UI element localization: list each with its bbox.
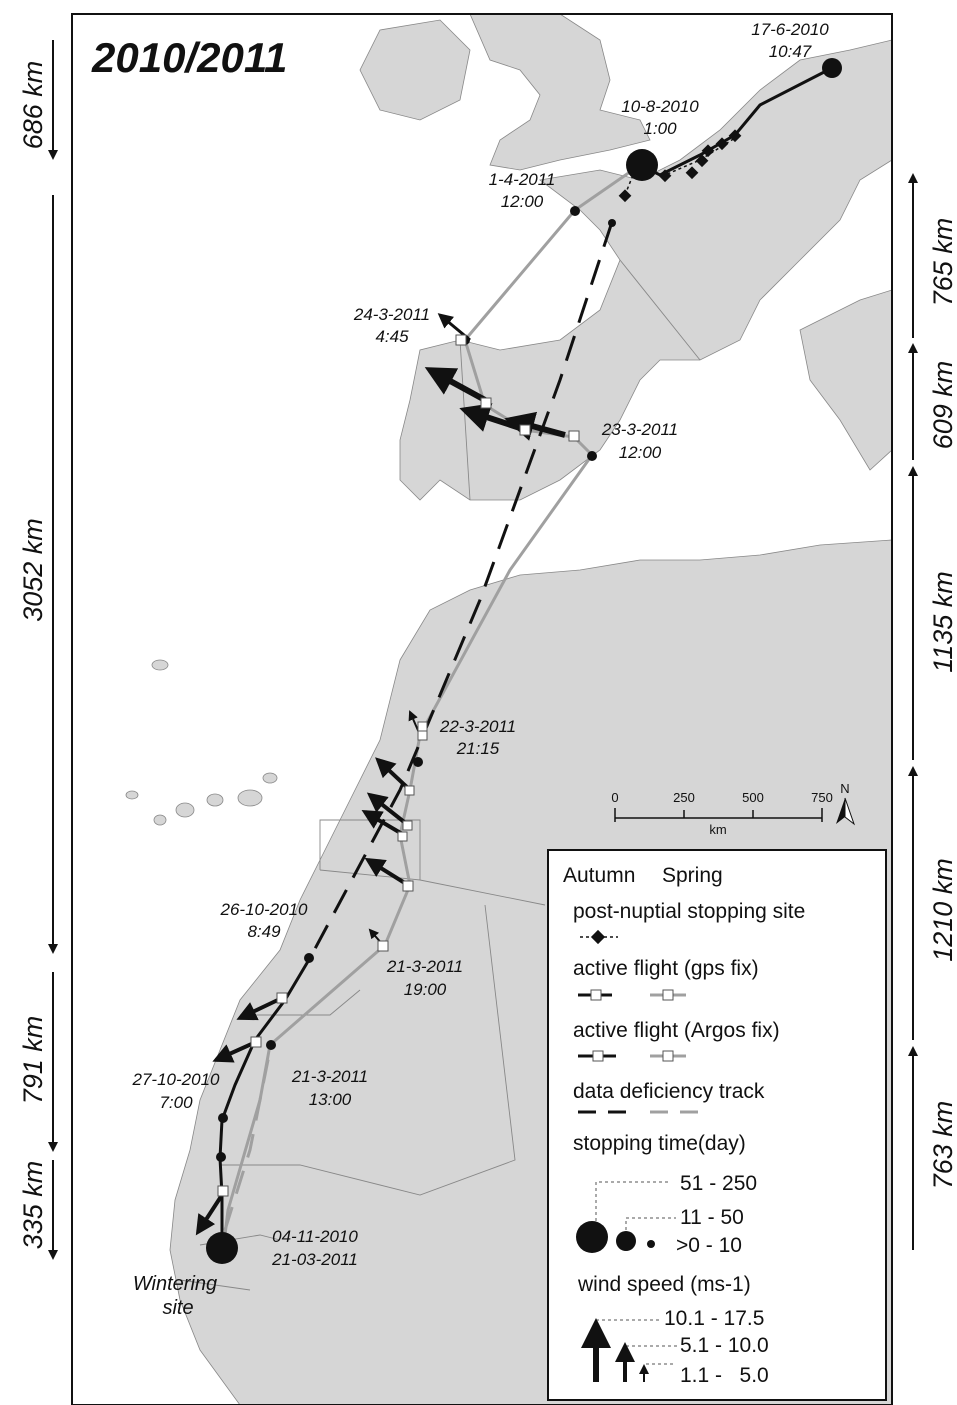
fix-squares xyxy=(217,334,580,1197)
label-date: 24-3-2011 xyxy=(353,305,430,324)
map-title: 2010/2011 xyxy=(91,34,287,81)
land-east-europe xyxy=(799,289,892,471)
legend-stopping-range: 11 - 50 xyxy=(680,1206,744,1229)
north-arrow-icon: N xyxy=(836,781,856,826)
legend-wind-range: 5.1 - 10.0 xyxy=(680,1334,769,1357)
left-distance-label: 791 km xyxy=(18,1016,48,1105)
legend-header-autumn: Autumn xyxy=(563,864,635,887)
right-distance-label: 765 km xyxy=(928,218,957,307)
label-date: 17-6-2010 xyxy=(751,20,829,39)
legend-item: active flight (gps fix) xyxy=(573,957,759,980)
right-distance-label: 1135 km xyxy=(928,571,957,673)
legend-item: post-nuptial stopping site xyxy=(573,900,805,923)
legend-stopping-range: >0 - 10 xyxy=(676,1234,742,1257)
legend-item: active flight (Argos fix) xyxy=(573,1019,780,1042)
scale-bar: 0 250 500 750 km xyxy=(611,790,832,837)
right-distance-label: 609 km xyxy=(928,361,957,450)
autumn-data-deficiency xyxy=(308,221,614,959)
legend-wind-title: wind speed (ms-1) xyxy=(577,1273,751,1296)
legend: Autumn Spring post-nuptial stopping site… xyxy=(547,849,887,1401)
wintering-label: Wintering xyxy=(133,1273,217,1295)
scale-tick-label: 0 xyxy=(611,790,618,805)
label-time: 21-03-2011 xyxy=(271,1250,358,1269)
label-date: 23-3-2011 xyxy=(601,420,678,439)
label-time: 4:45 xyxy=(375,327,409,346)
land-europe xyxy=(399,39,892,501)
legend-stopping-title: stopping time(day) xyxy=(573,1132,746,1155)
label-time: 7:00 xyxy=(159,1093,193,1112)
legend-wind-range: 10.1 - 17.5 xyxy=(664,1307,764,1330)
right-distance-label: 1210 km xyxy=(928,858,957,962)
legend-header-spring: Spring xyxy=(662,864,723,887)
north-label: N xyxy=(840,781,849,796)
label-date: 10-8-2010 xyxy=(621,97,699,116)
map-frame xyxy=(71,13,893,1405)
label-date: 26-10-2010 xyxy=(220,900,309,919)
label-time: 12:00 xyxy=(501,192,544,211)
left-distance-axis: 686 km 3052 km 791 km 335 km xyxy=(18,40,58,1260)
legend-wind-range: 1.1 - 5.0 xyxy=(680,1364,769,1387)
right-distance-label: 763 km xyxy=(928,1101,957,1190)
scale-unit: km xyxy=(709,822,726,837)
land-britain xyxy=(469,14,651,171)
label-time: 12:00 xyxy=(619,443,662,462)
label-time: 19:00 xyxy=(404,980,447,999)
left-distance-label: 686 km xyxy=(18,61,48,150)
spring-data-deficiency xyxy=(223,1049,272,1231)
point-labels: 17-6-2010 10:47 10-8-2010 1:00 1-4-2011 … xyxy=(132,20,830,1319)
label-date: 22-3-2011 xyxy=(439,717,516,736)
right-distance-axis: 765 km 609 km 1135 km 1210 km 763 km xyxy=(908,173,957,1250)
label-time: 10:47 xyxy=(769,42,812,61)
label-date: 1-4-2011 xyxy=(489,170,556,189)
label-time: 21:15 xyxy=(456,739,500,758)
left-distance-label: 335 km xyxy=(18,1161,48,1250)
legend-stopping-range: 51 - 250 xyxy=(680,1172,757,1195)
label-time: 8:49 xyxy=(247,922,281,941)
label-date: 21-3-2011 xyxy=(386,957,463,976)
label-date: 27-10-2010 xyxy=(132,1070,221,1089)
land-ireland xyxy=(359,19,471,121)
left-distance-label: 3052 km xyxy=(18,518,48,622)
legend-item: data deficiency track xyxy=(573,1080,765,1103)
label-time: 13:00 xyxy=(309,1090,352,1109)
stop-markers xyxy=(206,58,842,1264)
wintering-label: site xyxy=(162,1297,193,1319)
label-time: 1:00 xyxy=(643,119,677,138)
wind-arrows xyxy=(195,313,566,1236)
canary-islands xyxy=(125,659,278,826)
label-date: 04-11-2010 xyxy=(272,1227,358,1246)
label-date: 21-3-2011 xyxy=(291,1067,368,1086)
scale-tick-label: 250 xyxy=(673,790,695,805)
scale-tick-label: 500 xyxy=(742,790,764,805)
scale-tick-label: 750 xyxy=(811,790,833,805)
